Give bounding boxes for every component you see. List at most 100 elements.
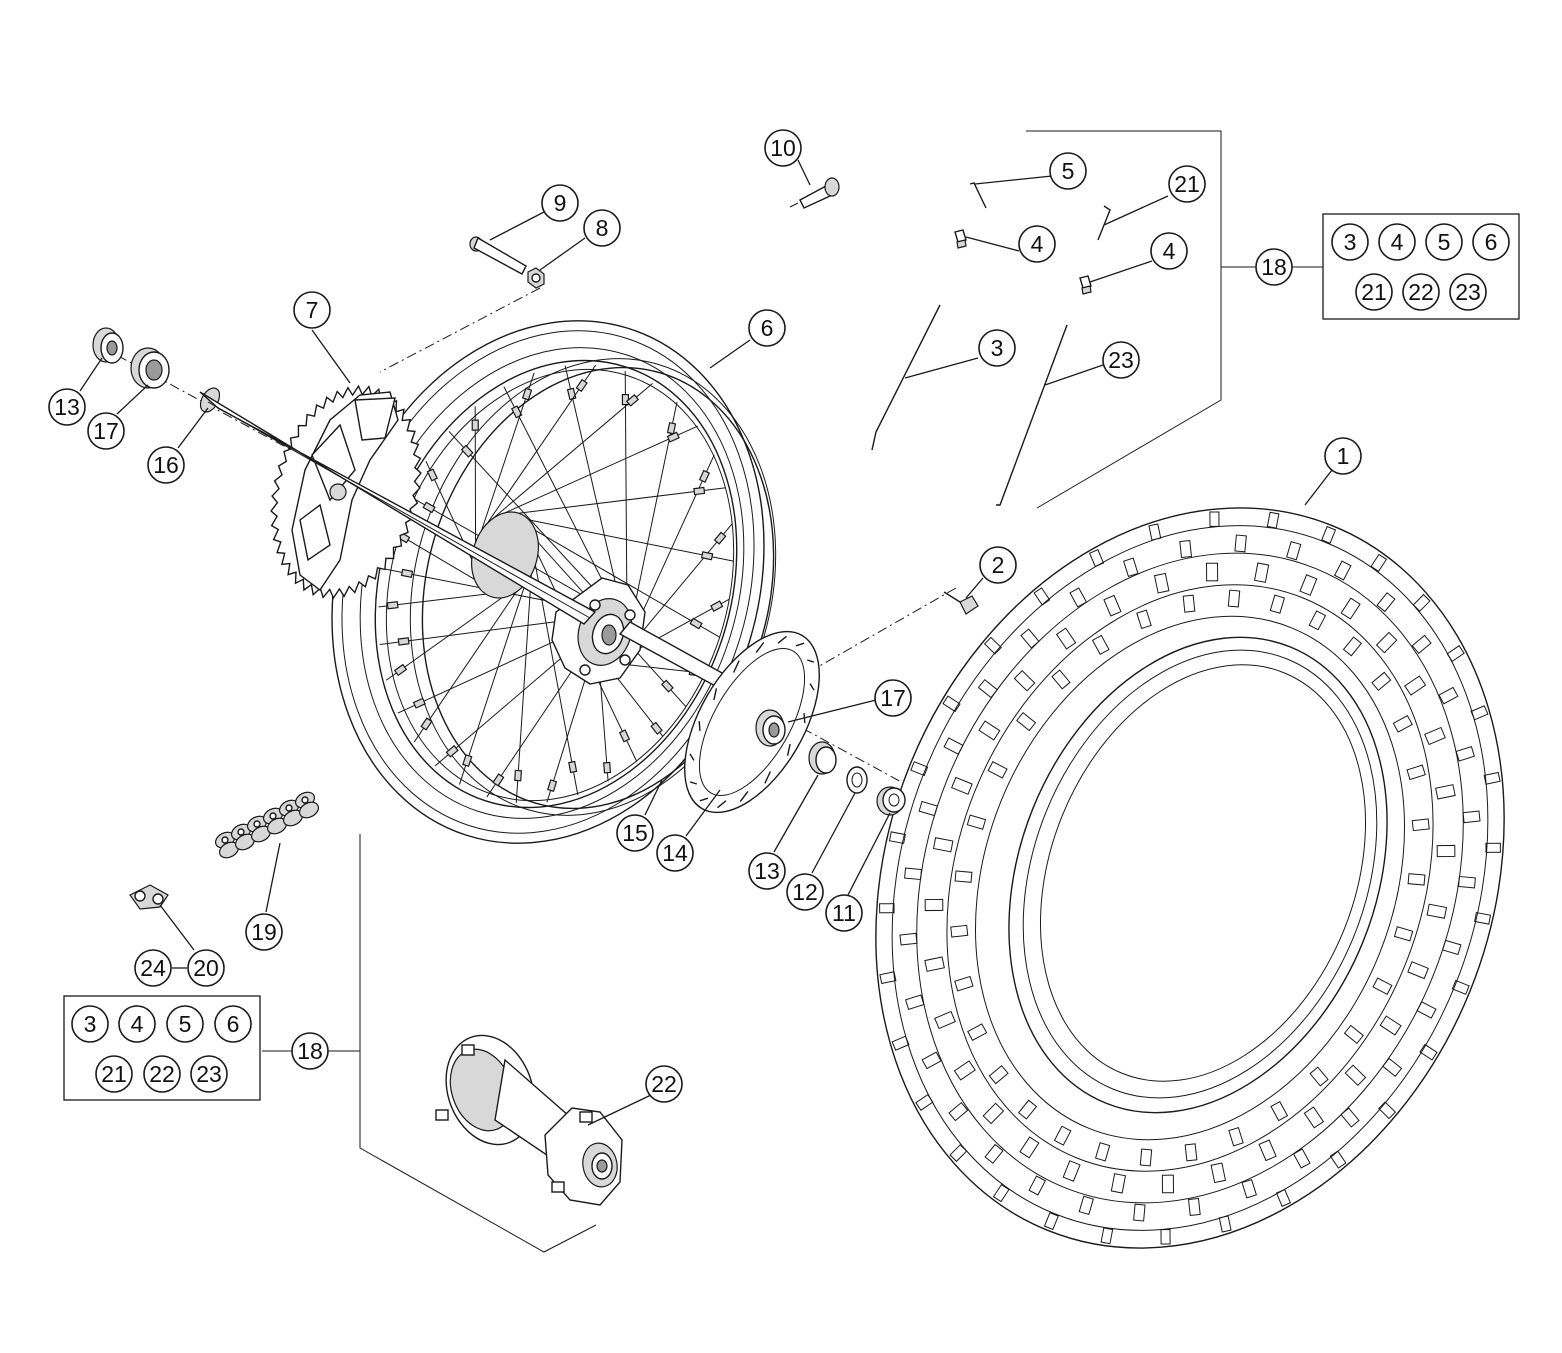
spoke-nipple — [650, 721, 663, 735]
svg-text:4: 4 — [1163, 238, 1176, 264]
svg-text:18: 18 — [1261, 254, 1287, 280]
callout-20: 20 — [187, 949, 225, 987]
spoke-nipple — [698, 469, 711, 483]
svg-text:23: 23 — [1108, 347, 1134, 373]
spoke — [425, 460, 480, 577]
spoke-nipple — [420, 717, 433, 731]
spokes — [378, 364, 734, 804]
svg-text:11: 11 — [832, 900, 856, 926]
spoke-nipple — [462, 754, 473, 768]
drive-chain — [214, 791, 320, 859]
spoke — [458, 584, 526, 785]
spoke — [515, 574, 532, 804]
callout-12: 12 — [786, 873, 824, 911]
spoke-nipple — [471, 419, 479, 431]
spoke — [448, 431, 602, 597]
disc-bolt — [943, 591, 979, 615]
svg-text:2: 2 — [992, 552, 1005, 578]
callout-16: 16 — [147, 446, 185, 484]
spoke-nipple — [547, 779, 558, 793]
callout-17a: 17 — [87, 412, 125, 450]
svg-text:8: 8 — [596, 215, 609, 241]
callout-19: 19 — [245, 913, 283, 951]
callout-18a: 18 — [1255, 248, 1293, 286]
spoke-nipple — [412, 697, 426, 709]
svg-text:3: 3 — [84, 1011, 97, 1037]
svg-text:9: 9 — [554, 190, 567, 216]
spoke — [493, 425, 698, 519]
spoke — [385, 594, 507, 681]
callout-1: 1 — [1324, 437, 1362, 475]
spoke-nipple — [492, 773, 505, 787]
svg-text:17: 17 — [93, 418, 119, 444]
spoke-nipple — [575, 378, 588, 393]
svg-text:22: 22 — [1408, 279, 1434, 305]
svg-text:17: 17 — [880, 685, 906, 711]
svg-text:4: 4 — [1031, 231, 1044, 257]
spoke-nipple — [460, 444, 474, 458]
callout-6: 6 — [748, 309, 786, 347]
svg-text:21: 21 — [1361, 279, 1387, 305]
svg-text:22: 22 — [149, 1061, 175, 1087]
callout-15: 15 — [616, 814, 654, 852]
bearing-17-right — [755, 709, 786, 747]
svg-text:23: 23 — [1455, 279, 1481, 305]
svg-text:7: 7 — [306, 297, 319, 323]
callout-24: 24 — [134, 949, 172, 987]
svg-text:18: 18 — [297, 1038, 323, 1064]
svg-text:14: 14 — [662, 840, 688, 866]
spoke-nipple — [689, 617, 703, 630]
svg-text:6: 6 — [761, 315, 774, 341]
svg-text:5: 5 — [1438, 229, 1451, 255]
callout-3: 3 — [978, 329, 1016, 367]
spoke-nipple — [510, 405, 523, 419]
spoke-pieces — [871, 182, 1111, 506]
callout-4a: 4 — [1018, 225, 1056, 263]
spoke-nipple — [386, 601, 399, 610]
svg-text:24: 24 — [140, 955, 166, 981]
spoke-nipple — [422, 501, 436, 514]
callout-21: 21 — [1168, 165, 1206, 203]
callout-23: 23 — [1102, 341, 1140, 379]
callout-17b: 17 — [874, 679, 912, 717]
callout-18b: 18 — [291, 1032, 329, 1070]
kit-box-upper: 3 4 5 6 21 22 23 — [1322, 213, 1520, 320]
callout-13a: 13 — [48, 388, 86, 426]
spoke-nipple — [393, 663, 408, 677]
axle-nut-11 — [876, 786, 906, 816]
svg-text:4: 4 — [131, 1011, 144, 1037]
spoke — [630, 523, 733, 646]
leader-lines — [79, 159, 1333, 1126]
sprocket — [270, 384, 422, 600]
spoke — [632, 454, 715, 634]
callout-14: 14 — [656, 834, 694, 872]
kit-bracket-upper — [1026, 130, 1323, 509]
svg-text:6: 6 — [227, 1011, 240, 1037]
svg-text:6: 6 — [1485, 229, 1498, 255]
spacer-13-right — [808, 741, 837, 775]
svg-text:3: 3 — [991, 335, 1004, 361]
spoke — [523, 523, 720, 638]
spoke — [504, 487, 726, 516]
svg-text:21: 21 — [101, 1061, 127, 1087]
spoke — [379, 618, 580, 645]
svg-text:21: 21 — [1174, 171, 1200, 197]
sprocket-nut — [527, 267, 545, 289]
spoke-nipple — [521, 387, 533, 401]
svg-text:13: 13 — [754, 858, 780, 884]
svg-text:1: 1 — [1337, 443, 1350, 469]
spoke-nipple — [666, 431, 680, 443]
svg-text:20: 20 — [193, 955, 219, 981]
callout-10: 10 — [764, 129, 802, 167]
spoke-nipple — [568, 760, 578, 774]
spacer-13-left — [92, 327, 124, 364]
svg-text:5: 5 — [1062, 158, 1075, 184]
spoke-nipple — [713, 531, 727, 545]
spoke-nipple — [700, 551, 714, 561]
callout-5: 5 — [1049, 152, 1087, 190]
spoke — [486, 654, 584, 798]
spoke-nipple — [693, 486, 706, 496]
spoke — [484, 383, 653, 526]
sprocket-bolt — [469, 236, 527, 275]
